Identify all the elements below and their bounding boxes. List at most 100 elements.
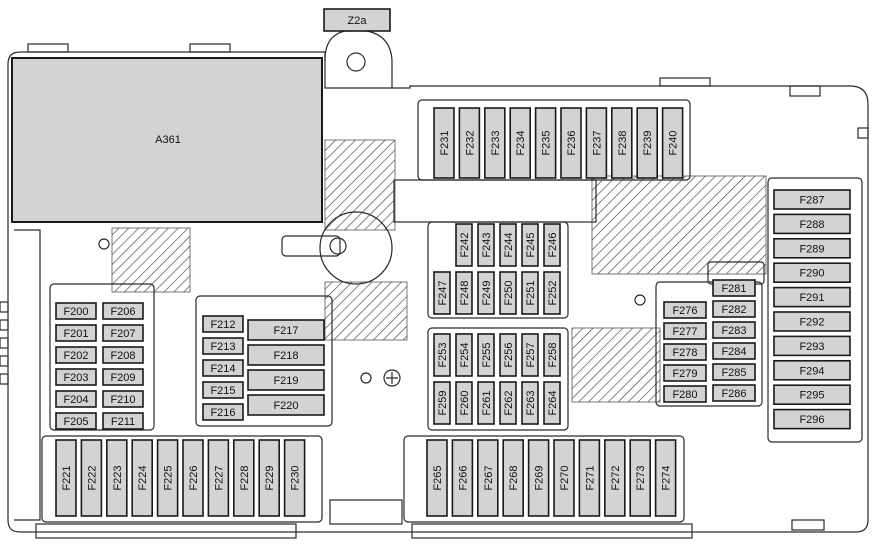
fuse-body <box>521 381 539 425</box>
fuse: F291 <box>773 286 851 308</box>
fuse-body <box>773 262 851 284</box>
fuse-label: F263 <box>525 390 537 415</box>
fuse-body <box>543 333 561 377</box>
fuse-body <box>499 223 517 267</box>
fuse: F250 <box>499 271 517 315</box>
fuse: F218 <box>247 344 325 366</box>
fuse: F295 <box>773 384 851 406</box>
fuse-group: F200F201F202F203F204F205F206F207F208F209… <box>55 107 851 517</box>
fuse: F266 <box>451 439 474 517</box>
connector-slots <box>329 499 403 525</box>
fuse-label: F267 <box>483 465 495 490</box>
fuse-body <box>773 408 851 430</box>
housing-inner-outline <box>14 229 41 521</box>
fuse-body <box>521 271 539 315</box>
fuse-label: F270 <box>559 465 571 490</box>
fuse-body <box>578 439 601 517</box>
fuse: F243 <box>477 223 495 267</box>
fuse-label: F257 <box>525 342 537 367</box>
fuse: F280 <box>663 385 707 403</box>
fuse-label: F228 <box>239 465 251 490</box>
fuse: F217 <box>247 319 325 341</box>
fuse: F214 <box>202 359 244 377</box>
fuse-label: F296 <box>799 414 824 426</box>
fuse: F207 <box>102 324 144 342</box>
fuse-label: F200 <box>63 306 88 318</box>
hatched-area <box>111 227 191 293</box>
side-clip <box>857 127 869 139</box>
fuse-body <box>773 189 851 210</box>
fuse: F202 <box>55 346 97 364</box>
fuse-label: F245 <box>525 232 537 257</box>
fuse: F293 <box>773 335 851 357</box>
fuse-label: F254 <box>459 342 471 367</box>
fuse: F226 <box>182 439 204 517</box>
block-outline <box>767 177 863 443</box>
side-clip <box>0 355 9 367</box>
fuse-label: F223 <box>112 465 124 490</box>
fuse-body <box>55 302 97 320</box>
top-clip <box>789 85 821 97</box>
latch-ring <box>319 211 393 285</box>
fuse-body <box>55 368 97 386</box>
fuse-body <box>773 213 851 235</box>
fuse-label: F208 <box>110 350 135 362</box>
fuse-label: F203 <box>63 372 88 384</box>
ground-screw-cross <box>386 372 398 384</box>
fuse-body <box>654 439 677 517</box>
fuse-label: F246 <box>547 232 559 257</box>
fuse: F253 <box>433 333 451 377</box>
fuse-body <box>202 359 244 377</box>
fuse-body <box>247 369 325 391</box>
fuse-label: F279 <box>672 368 697 380</box>
fuse: F262 <box>499 381 517 425</box>
fuse-body <box>661 107 684 179</box>
block-outline <box>41 435 323 523</box>
fuse: F251 <box>521 271 539 315</box>
fuse-label: F281 <box>721 283 746 295</box>
block-outline <box>195 295 333 427</box>
fuse: F277 <box>663 322 707 340</box>
fuse: F212 <box>202 315 244 333</box>
fuse-body <box>477 333 495 377</box>
fuse-label: F268 <box>508 465 520 490</box>
fuse-label: F209 <box>110 372 135 384</box>
fuse: F204 <box>55 390 97 408</box>
fuse-body <box>610 107 633 179</box>
hatched-area <box>324 139 396 231</box>
fuse: F289 <box>773 238 851 259</box>
fuse: F244 <box>499 223 517 267</box>
fuse-label: F201 <box>63 328 88 340</box>
fuse-label: F276 <box>672 305 697 317</box>
fuse-label: F260 <box>459 390 471 415</box>
fuse-body <box>712 279 756 297</box>
fuse: F222 <box>80 439 103 517</box>
fuse: F286 <box>712 384 756 402</box>
mounting-hole <box>360 372 372 384</box>
fuse: F208 <box>102 346 144 364</box>
mounting-hole <box>346 52 366 72</box>
side-clip <box>0 301 9 313</box>
fuse-body <box>55 412 97 430</box>
fuse-label: F291 <box>799 292 824 304</box>
fuse-label: F239 <box>642 130 654 155</box>
fuse-label: F292 <box>799 317 824 329</box>
fuse-label: F251 <box>525 280 537 305</box>
fuse: F213 <box>202 337 244 355</box>
fuse: F294 <box>773 359 851 381</box>
fuse: F278 <box>663 343 707 361</box>
fuse: F296 <box>773 408 851 430</box>
fuse-label: F218 <box>273 350 298 362</box>
fuse: F240 <box>661 107 684 179</box>
fuse-body <box>773 286 851 308</box>
fuse-label: F265 <box>432 465 444 490</box>
fuse-body <box>543 381 561 425</box>
fuse-label: F234 <box>515 130 527 155</box>
fuse: F257 <box>521 333 539 377</box>
fuse-body <box>455 381 473 425</box>
fuse-label: F214 <box>210 363 235 375</box>
fuse-body <box>102 390 144 408</box>
fuse-label: F242 <box>459 232 471 257</box>
fuse-body <box>585 107 608 179</box>
